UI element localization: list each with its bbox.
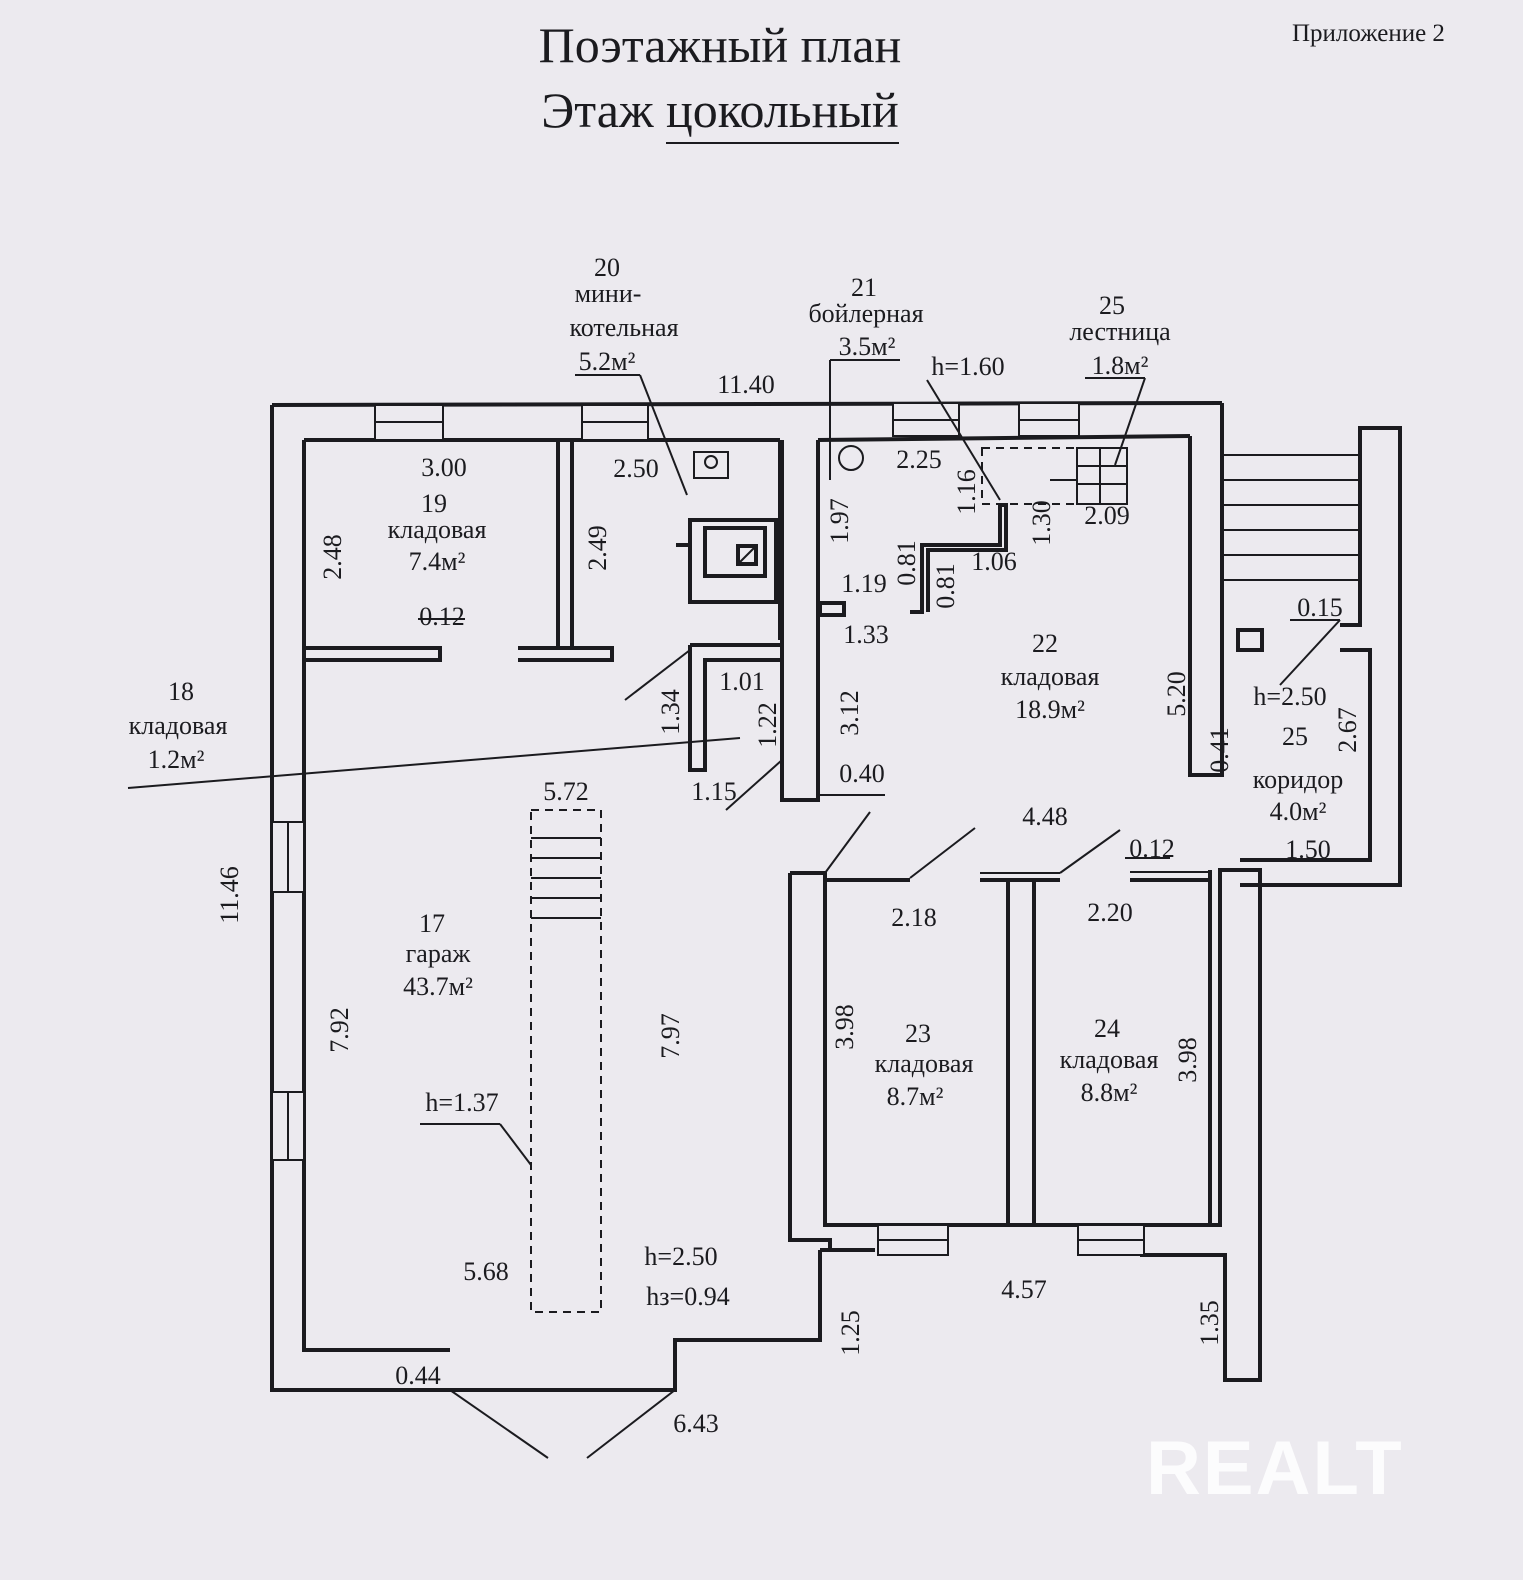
dim-130: 1.30 [1027, 500, 1056, 546]
room-22-number: 22 [1032, 629, 1058, 658]
room-19-number: 19 [421, 489, 447, 518]
dim-r21-width: 2.25 [896, 445, 942, 474]
height-garage: h=2.50 [644, 1242, 717, 1271]
room-25-corridor-area: 4.0м² [1270, 797, 1327, 826]
room-19-area: 7.4м² [409, 547, 466, 576]
dim-044: 0.44 [395, 1361, 441, 1390]
dimension-labels: 11.40 3.00 2.50 2.25 0.12 2.09 1.06 1.19… [395, 370, 1343, 1438]
dim-040: 0.40 [839, 759, 885, 788]
room-labels: 17 гараж 43.7м² 18 кладовая 1.2м² 19 кла… [129, 253, 1344, 1311]
room-23-area: 8.7м² [887, 1082, 944, 1111]
room-25-corridor-number: 25 [1282, 722, 1308, 751]
room-24-name: кладовая [1060, 1045, 1159, 1074]
floor-title-prefix: Этаж [541, 82, 666, 138]
room-23-number: 23 [905, 1019, 931, 1048]
dim-115: 1.15 [691, 777, 737, 806]
dim-448: 4.48 [1022, 802, 1068, 831]
dim-122: 1.22 [753, 702, 782, 748]
room-20-area: 5.2м² [579, 347, 636, 376]
leader-lines [127, 359, 1341, 1459]
room-21-name: бойлерная [808, 299, 923, 328]
room-25-stairs-name: лестница [1069, 317, 1171, 346]
dim-312: 3.12 [835, 690, 864, 736]
dim-218: 2.18 [891, 903, 937, 932]
floor-title-underlined: цокольный [666, 82, 899, 144]
dim-101: 1.01 [719, 667, 765, 696]
dim-r19-height: 2.48 [318, 534, 347, 580]
dim-garage-right: 7.97 [656, 1013, 685, 1059]
dim-209: 2.09 [1084, 501, 1130, 530]
dim-r19-width: 3.00 [421, 453, 467, 482]
room-20-name-line2: котельная [569, 313, 678, 342]
room-17-number: 17 [419, 909, 445, 938]
dim-081b: 0.81 [931, 563, 960, 609]
dim-overall-height: 11.46 [215, 866, 244, 924]
dim-267: 2.67 [1333, 707, 1362, 753]
floor-title: Этаж цокольный [0, 82, 1440, 144]
room-22-area: 18.9м² [1015, 695, 1085, 724]
dim-116: 1.16 [952, 469, 981, 515]
dim-r20-height: 2.49 [583, 525, 612, 571]
room-17-area: 43.7м² [403, 972, 473, 1001]
realt-watermark: REALT [1146, 1426, 1404, 1511]
dim-520: 5.20 [1162, 671, 1191, 717]
room-18-name: кладовая [129, 711, 228, 740]
windows [271, 402, 1145, 1256]
room-25-corridor-name: коридор [1253, 765, 1343, 794]
dim-r23-height: 3.98 [830, 1004, 859, 1050]
dim-015: 0.15 [1297, 593, 1343, 622]
dim-pit-length: 5.72 [543, 777, 589, 806]
dim-220: 2.20 [1087, 898, 1133, 927]
dim-overall-width: 11.40 [717, 370, 775, 399]
dim-106: 1.06 [971, 547, 1017, 576]
appendix-label: Приложение 2 [1292, 20, 1445, 47]
room-18-number: 18 [168, 677, 194, 706]
dim-041: 0.41 [1205, 727, 1234, 773]
dim-119: 1.19 [841, 569, 887, 598]
room-25-stairs-number: 25 [1099, 291, 1125, 320]
dim-r24-height: 3.98 [1173, 1037, 1202, 1083]
fixtures [530, 445, 1360, 1313]
dim-r19-partition: 0.12 [419, 602, 465, 631]
dim-150: 1.50 [1285, 835, 1331, 864]
room-20-name-line1: мини- [575, 279, 642, 308]
dim-081a: 0.81 [892, 540, 921, 586]
room-24-number: 24 [1094, 1014, 1120, 1043]
room-20-number: 20 [594, 253, 620, 282]
walls [270, 401, 1402, 1392]
room-23-name: кладовая [875, 1049, 974, 1078]
room-21-area: 3.5м² [839, 332, 896, 361]
dim-125: 1.25 [836, 1310, 865, 1356]
dim-133: 1.33 [843, 620, 889, 649]
room-18-area: 1.2м² [148, 745, 205, 774]
height-garage-hz: hз=0.94 [646, 1282, 729, 1311]
dim-garage-left: 7.92 [325, 1007, 354, 1053]
dim-r20-width: 2.50 [613, 454, 659, 483]
height-pit: h=1.37 [425, 1088, 498, 1117]
height-corridor: h=2.50 [1253, 682, 1326, 711]
plan-title: Поэтажный план [538, 17, 902, 73]
dim-135: 1.35 [1195, 1300, 1224, 1346]
room-24-area: 8.8м² [1081, 1078, 1138, 1107]
room-17-name: гараж [406, 939, 472, 968]
height-stairs: h=1.60 [931, 352, 1004, 381]
dim-r21-height: 1.97 [825, 498, 854, 544]
dim-012: 0.12 [1129, 834, 1175, 863]
dim-134: 1.34 [656, 689, 685, 735]
room-25-stairs-area: 1.8м² [1092, 351, 1149, 380]
dim-457: 4.57 [1001, 1275, 1047, 1304]
dim-643: 6.43 [673, 1409, 719, 1438]
dimension-labels-vertical: 11.46 2.48 2.49 1.97 1.16 1.30 0.81 0.81… [215, 469, 1362, 1356]
room-22-name: кладовая [1001, 662, 1100, 691]
room-21-number: 21 [851, 273, 877, 302]
room-19-name: кладовая [388, 515, 487, 544]
dim-pit-bottom: 5.68 [463, 1257, 509, 1286]
